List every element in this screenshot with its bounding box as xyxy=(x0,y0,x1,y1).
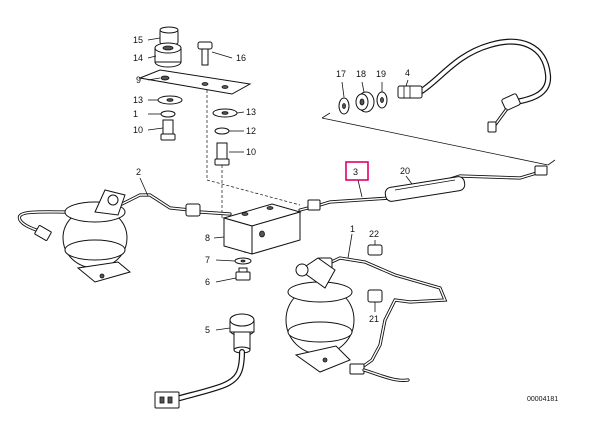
callout-13-left[interactable]: 13 xyxy=(133,95,143,105)
callout-11[interactable]: 1 xyxy=(133,109,138,119)
right-accumulator xyxy=(285,233,448,382)
pressure-switch xyxy=(154,313,255,409)
callout-18[interactable]: 18 xyxy=(356,69,366,79)
callout-4[interactable]: 4 xyxy=(405,68,410,78)
top-hose xyxy=(338,38,552,133)
callout-9[interactable]: 9 xyxy=(136,75,141,85)
callout-15[interactable]: 15 xyxy=(133,35,143,45)
callout-17[interactable]: 17 xyxy=(336,69,346,79)
callout-10-left[interactable]: 10 xyxy=(133,125,143,135)
callout-19[interactable]: 19 xyxy=(376,69,386,79)
pipe-3 xyxy=(298,165,548,212)
left-accumulator xyxy=(17,177,232,283)
callout-13-right[interactable]: 13 xyxy=(246,107,256,117)
bracket-assembly xyxy=(138,26,252,166)
callout-3[interactable]: 3 xyxy=(353,167,358,177)
valve-block xyxy=(213,203,302,283)
callout-7[interactable]: 7 xyxy=(205,255,210,265)
callout-8[interactable]: 8 xyxy=(205,233,210,243)
callout-14[interactable]: 14 xyxy=(133,53,143,63)
bracket-leaders xyxy=(147,37,245,153)
callout-22[interactable]: 22 xyxy=(369,229,379,239)
frame-lines xyxy=(321,112,556,166)
callout-16[interactable]: 16 xyxy=(236,53,246,63)
callout-12[interactable]: 12 xyxy=(246,126,256,136)
callout-2[interactable]: 2 xyxy=(136,167,141,177)
callout-6[interactable]: 6 xyxy=(205,277,210,287)
callout-3-highlight xyxy=(345,161,369,181)
callout-1[interactable]: 1 xyxy=(350,224,355,234)
reference-number: 00004181 xyxy=(527,396,558,403)
callout-10-right[interactable]: 10 xyxy=(246,147,256,157)
callout-labels: 15 14 9 13 1 10 16 13 12 10 17 18 19 4 2… xyxy=(133,35,558,403)
callout-21[interactable]: 21 xyxy=(369,314,379,324)
callout-20[interactable]: 20 xyxy=(400,166,410,176)
callout-5[interactable]: 5 xyxy=(205,325,210,335)
